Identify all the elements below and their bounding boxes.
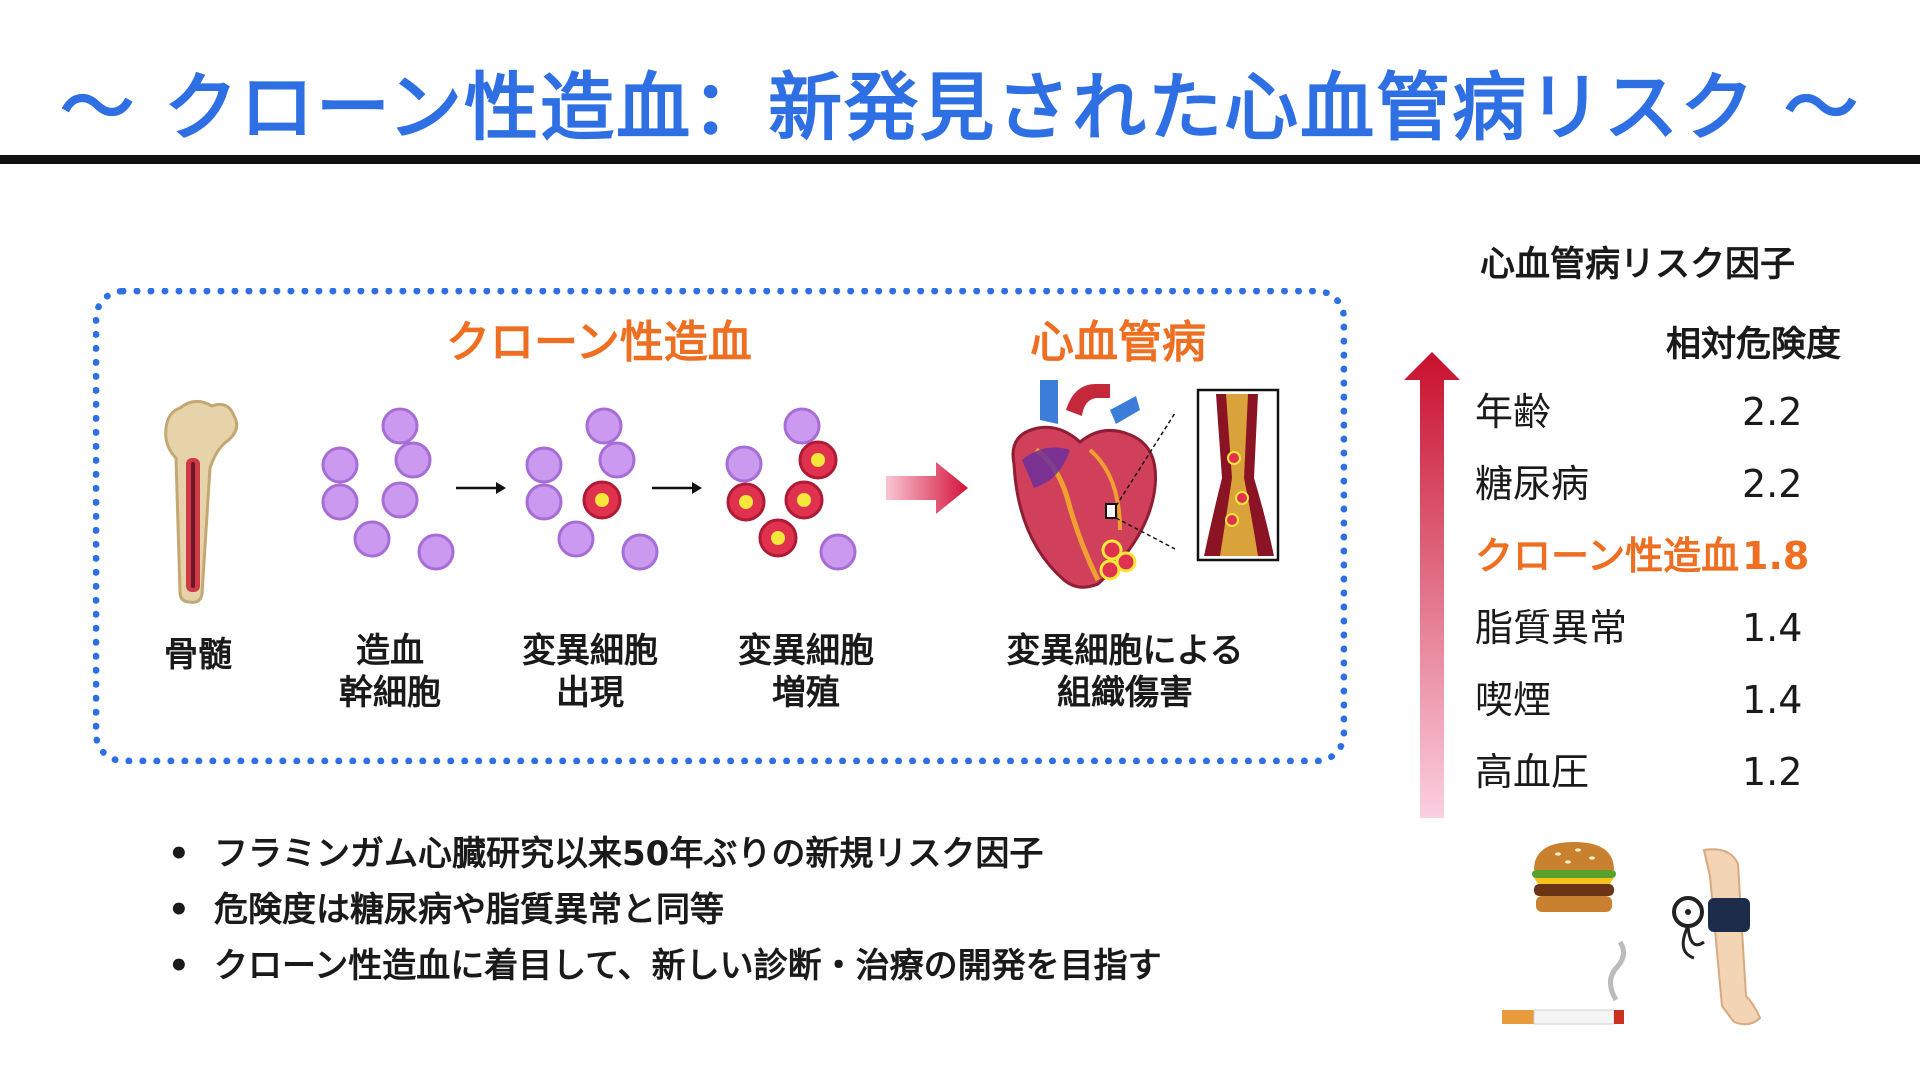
bullet-item: •フラミンガム心臓研究以来50年ぶりの新規リスク因子 [168, 826, 1162, 882]
mutant-cell-expansion-icon [725, 407, 857, 571]
risk-gradient-arrow-icon [1404, 352, 1460, 818]
bullet-marker: • [168, 946, 190, 986]
arrow-icon [456, 482, 506, 494]
mechanism-diagram [93, 288, 1347, 764]
stem-cell-cluster-icon [321, 407, 455, 571]
risk-table-title: 心血管病リスク因子 [1480, 245, 1796, 285]
stage-label-tissue-damage: 変異細胞による組織傷害 [1006, 631, 1244, 713]
bullet-marker: • [168, 890, 190, 930]
section-label-clonal-hematopoiesis: クローン性造血 [446, 317, 752, 368]
heart-icon [1011, 380, 1175, 589]
hamburger-icon [1532, 842, 1616, 912]
arrow-icon [652, 482, 702, 494]
progression-arrow-icon [886, 462, 968, 514]
blood-pressure-cuff-icon [1672, 848, 1762, 1026]
bone-icon [164, 400, 239, 604]
stage-label-mutant-emergence: 変異細胞出現 [522, 631, 658, 713]
bullet-list: •フラミンガム心臓研究以来50年ぶりの新規リスク因子 •危険度は糖尿病や脂質異常… [168, 826, 1162, 994]
stage-label-stem-cell: 造血幹細胞 [339, 631, 441, 713]
stage-label-mutant-expansion: 変異細胞増殖 [738, 631, 874, 713]
page-title: 〜 クローン性造血：新発見された心血管病リスク 〜 [60, 65, 1860, 151]
bullet-item: •危険度は糖尿病や脂質異常と同等 [168, 882, 1162, 938]
relative-risk-column-label: 相対危険度 [1666, 325, 1842, 365]
bullet-marker: • [168, 834, 190, 874]
bullet-item: •クローン性造血に着目して、新しい診断・治療の開発を目指す [168, 938, 1162, 994]
title-divider [0, 155, 1920, 164]
artery-plaque-icon [1196, 388, 1280, 562]
mutant-cell-cluster-icon [525, 407, 659, 571]
stage-label-bone-marrow: 骨髄 [164, 635, 232, 675]
cigarette-icon [1502, 940, 1626, 1025]
section-label-cardiovascular-disease: 心血管病 [1030, 317, 1206, 368]
